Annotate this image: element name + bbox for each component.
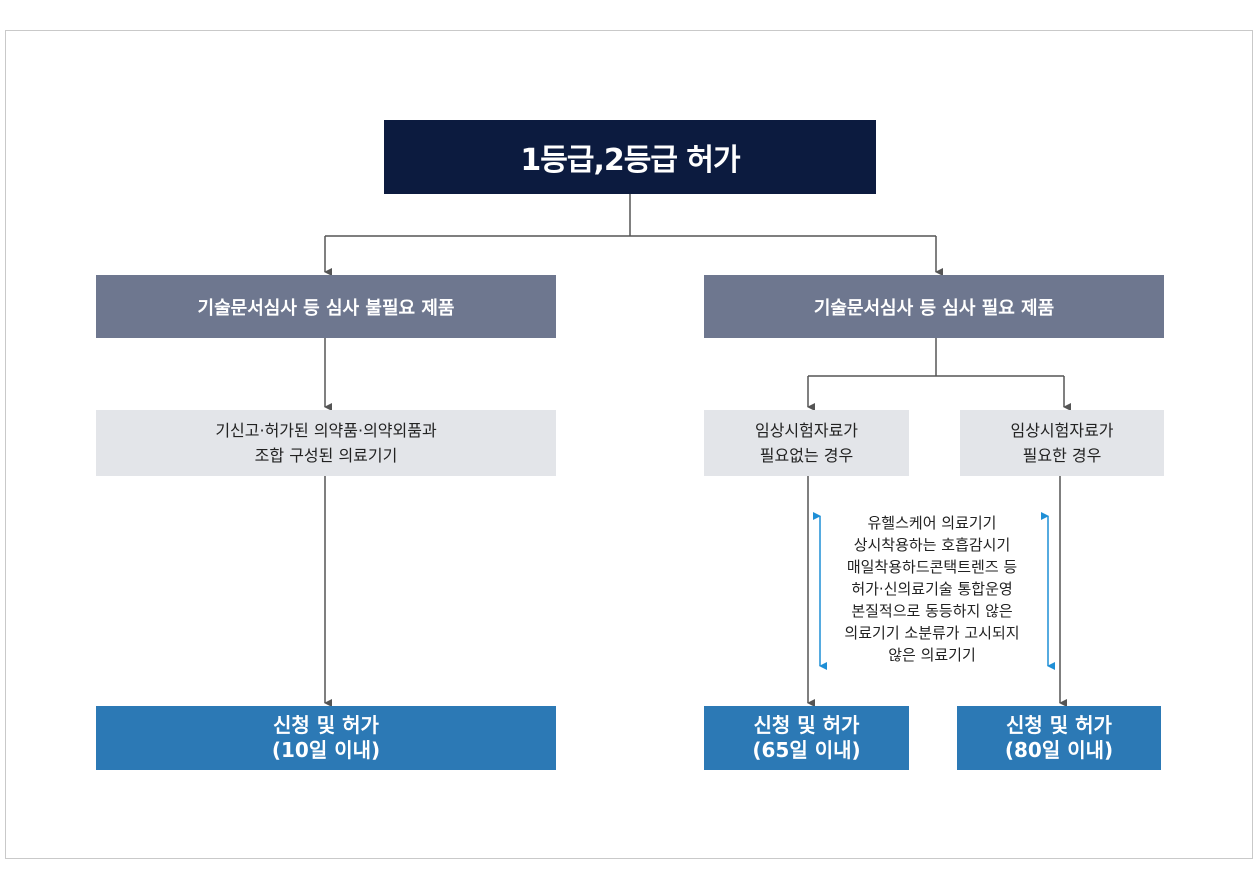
note-line: 의료기기 소분류가 고시되지: [844, 624, 1020, 642]
result-65-days: 신청 및 허가 (65일 이내): [704, 706, 909, 770]
diagram-frame: [5, 30, 1253, 859]
result-10-days: 신청 및 허가 (10일 이내): [96, 706, 556, 770]
condition-combination-device: 기신고·허가된 의약품·의약외품과 조합 구성된 의료기기: [96, 410, 556, 476]
condition-clinical-required: 임상시험자료가 필요한 경우: [960, 410, 1164, 476]
note-line: 허가·신의료기술 통합운영: [851, 580, 1013, 598]
note-line: 상시착용하는 호흡감시기: [853, 536, 1011, 554]
note-line: 유헬스케어 의료기기: [867, 514, 997, 532]
category-review-required: 기술문서심사 등 심사 필요 제품: [704, 275, 1164, 338]
category-review-not-required: 기술문서심사 등 심사 불필요 제품: [96, 275, 556, 338]
note-line: 매일착용하드콘택트렌즈 등: [846, 558, 1018, 576]
condition-clinical-not-required: 임상시험자료가 필요없는 경우: [704, 410, 909, 476]
root-node: 1등급,2등급 허가: [384, 120, 876, 194]
range-note: 유헬스케어 의료기기 상시착용하는 호흡감시기 매일착용하드콘택트렌즈 등 허가…: [818, 512, 1046, 666]
note-line: 않은 의료기기: [888, 646, 976, 664]
note-line: 본질적으로 동등하지 않은: [851, 602, 1013, 620]
result-80-days: 신청 및 허가 (80일 이내): [957, 706, 1161, 770]
